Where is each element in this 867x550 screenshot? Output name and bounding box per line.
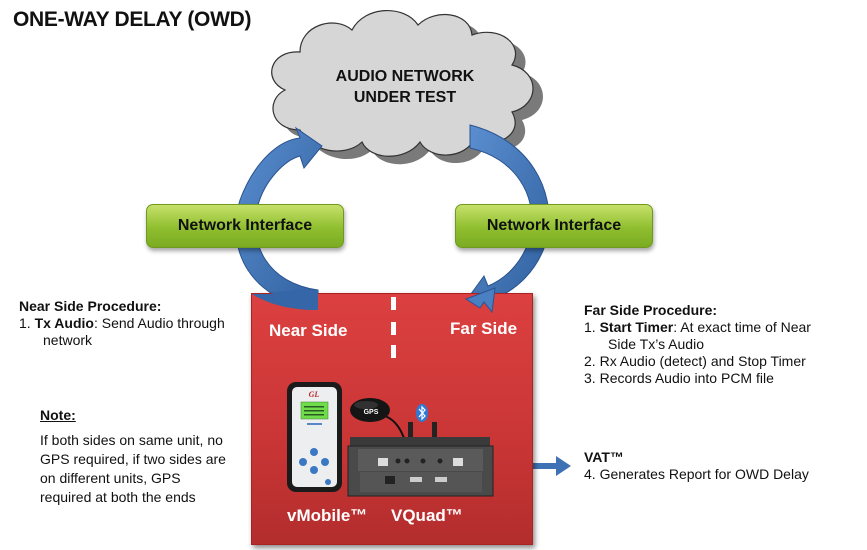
far-arrow-head [464, 287, 496, 314]
step-text: Rx Audio (detect) and Stop Timer [599, 353, 806, 369]
network-cloud [271, 10, 534, 157]
step-number: 1. [584, 319, 600, 335]
divider-dash [391, 322, 396, 335]
far-procedure-step: 3. Records Audio into PCM file [584, 370, 854, 387]
near-network-interface-label: Network Interface [177, 217, 313, 234]
vquad-device [347, 422, 494, 497]
near-side-label: Near Side [269, 321, 348, 340]
cloud-label-line1: AUDIO NETWORK [335, 68, 475, 85]
vat-report-arrow [531, 456, 571, 476]
vat-block: VAT™ 4. Generates Report for OWD Delay [584, 449, 809, 483]
cloud-label-line2: UNDER TEST [353, 89, 457, 106]
note-line: GPS required, if two sides are [40, 451, 226, 467]
step-number: 1. [19, 315, 35, 331]
step-text: : Send Audio through [93, 315, 225, 331]
cloud-label: AUDIO NETWORK UNDER TEST [300, 66, 510, 108]
far-network-interface-label: Network Interface [486, 217, 622, 234]
step-continuation: Side Tx’s Audio [608, 336, 704, 352]
note-block: Note: If both sides on same unit, no GPS… [40, 406, 260, 507]
step-text: : At exact time of Near [673, 319, 811, 335]
step-title: Tx Audio [34, 315, 94, 331]
note-line: on different units, GPS [40, 470, 181, 486]
near-arrow-tail [252, 290, 318, 310]
far-procedure-step: 2. Rx Audio (detect) and Stop Timer [584, 353, 854, 370]
near-procedure-step: 1. Tx Audio: Send Audio through [19, 315, 259, 332]
step-title: Start Timer [599, 319, 674, 335]
far-side-label: Far Side [450, 319, 518, 338]
divider-dash [391, 345, 396, 358]
bluetooth-icon [416, 404, 428, 422]
vmobile-device: GL [287, 382, 342, 492]
note-heading: Note: [40, 407, 76, 423]
note-line: required at both the ends [40, 489, 196, 505]
page-title: ONE-WAY DELAY (OWD) [13, 8, 252, 31]
vmobile-label: vMobile™ [287, 506, 368, 525]
vat-step: 4. Generates Report for OWD Delay [584, 466, 809, 482]
near-procedure-heading: Near Side Procedure: [19, 298, 162, 314]
far-procedure-step: 1. Start Timer: At exact time of Near [584, 319, 854, 336]
near-network-interface-box: Network Interface [146, 204, 344, 248]
vquad-label: VQuad™ [391, 506, 463, 525]
gps-antenna-icon: GPS [350, 398, 405, 439]
svg-text:GPS: GPS [364, 409, 379, 416]
gl-logo: GL [309, 390, 320, 399]
dpad-icon [299, 448, 331, 485]
step-number: 3. [584, 370, 600, 386]
vat-heading: VAT™ [584, 449, 624, 465]
step-text: Records Audio into PCM file [599, 370, 774, 386]
step-continuation: network [43, 332, 93, 348]
step-number: 2. [584, 353, 600, 369]
far-procedure-heading: Far Side Procedure: [584, 302, 718, 318]
note-line: If both sides on same unit, no [40, 432, 223, 448]
near-side-procedure: Near Side Procedure: 1. Tx Audio: Send A… [19, 298, 259, 349]
far-network-interface-box: Network Interface [455, 204, 653, 248]
divider-dash [391, 297, 396, 310]
far-side-procedure: Far Side Procedure: 1. Start Timer: At e… [584, 302, 854, 387]
